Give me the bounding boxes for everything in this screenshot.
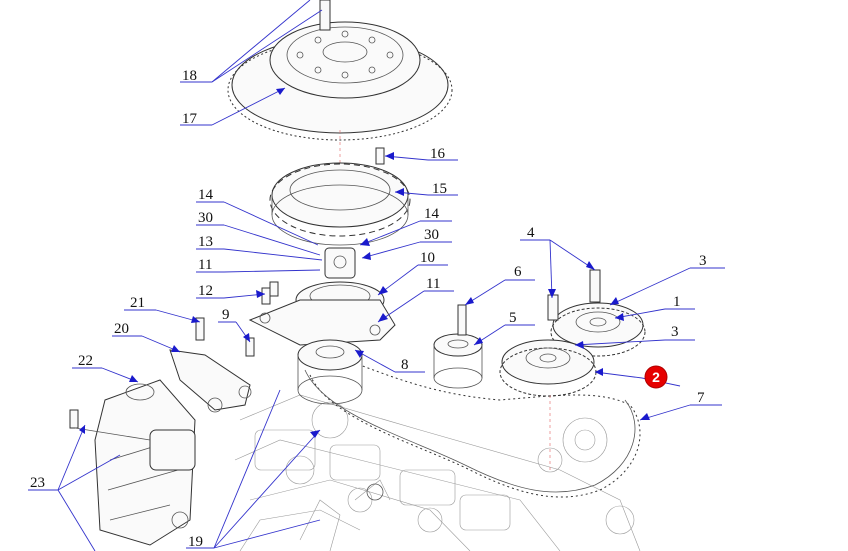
- callout-5: 5: [509, 310, 517, 326]
- callout-6: 6: [514, 264, 522, 280]
- hotspot-label: 2: [652, 369, 660, 385]
- flywheel-drawing: [227, 0, 453, 180]
- callout-labels: 18 17 16 15 14 30 14 13 30 11 10 12 11 4…: [30, 68, 707, 550]
- hotspot-marker[interactable]: [644, 365, 668, 389]
- starter-motor-drawing: [94, 379, 196, 546]
- callout-17: 17: [182, 111, 198, 127]
- callout-7: 7: [697, 390, 705, 406]
- callout-30-left: 30: [198, 210, 213, 226]
- callout-12: 12: [198, 283, 213, 299]
- idler-pulley-drawing: [433, 304, 483, 389]
- cam-pulley-lower-drawing: [499, 339, 597, 470]
- callout-3-top: 3: [699, 253, 707, 269]
- callout-4: 4: [527, 225, 535, 241]
- crank-pulley-drawing: [297, 339, 363, 405]
- stator-drawing: [269, 162, 411, 246]
- callout-8: 8: [401, 357, 409, 373]
- hotspot-2[interactable]: 2: [644, 365, 668, 389]
- cam-pulley-upper-drawing: [547, 269, 646, 357]
- starter-bracket-drawing: [169, 349, 252, 413]
- bolts-drawing: [69, 147, 385, 441]
- callout-15: 15: [432, 181, 447, 197]
- leader-lines: [28, 0, 725, 551]
- callout-3-right: 3: [671, 324, 679, 340]
- callout-10: 10: [420, 250, 435, 266]
- callout-18: 18: [182, 68, 197, 84]
- callout-11-right: 11: [426, 276, 440, 292]
- callout-14-right: 14: [424, 206, 440, 222]
- callout-11-left: 11: [198, 257, 212, 273]
- callout-14-left: 14: [198, 187, 214, 203]
- callout-23: 23: [30, 475, 45, 491]
- callout-16: 16: [430, 146, 446, 162]
- callout-13: 13: [198, 234, 213, 250]
- engine-block-drawing: [234, 394, 641, 551]
- callout-30-right: 30: [424, 227, 439, 243]
- callout-21: 21: [130, 295, 145, 311]
- callout-20: 20: [114, 321, 129, 337]
- callout-9: 9: [222, 307, 230, 323]
- callout-22: 22: [78, 353, 93, 369]
- callout-19: 19: [188, 534, 203, 550]
- timing-belt-drawing: [304, 364, 641, 498]
- callout-1: 1: [673, 294, 681, 310]
- hub-bracket-drawing: [248, 247, 396, 346]
